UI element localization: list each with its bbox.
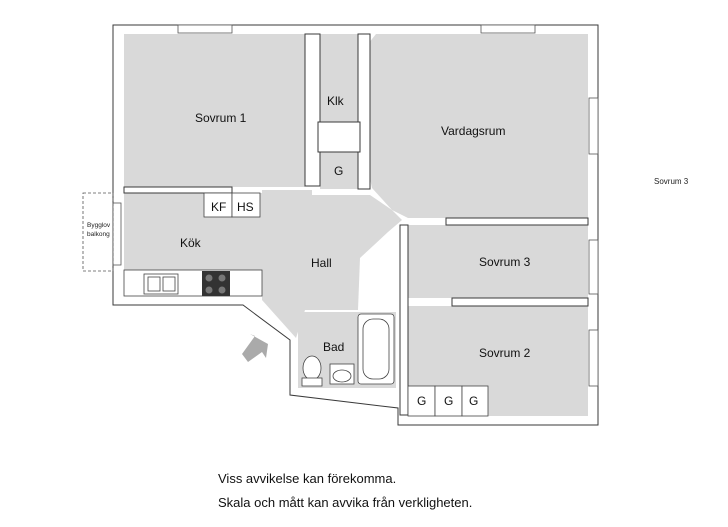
washbasin-bowl [332, 369, 352, 383]
window [588, 239, 599, 295]
closet-g-2 [434, 385, 463, 417]
disclaimer-line-1: Viss avvikelse kan förekomma. [218, 471, 397, 486]
label-sovrum-2: Sovrum 2 [479, 346, 531, 360]
side-label-sovrum-3: Sovrum 3 [654, 177, 689, 186]
room-klk [320, 34, 358, 122]
sink-basin-left [147, 276, 161, 292]
bathtub-inner [362, 318, 390, 380]
wall-sovrum3-top [445, 217, 589, 226]
label-kf: KF [211, 200, 226, 214]
toilet-icon [302, 355, 322, 381]
disclaimer-line-2: Skala och mått kan avvika från verklighe… [218, 495, 473, 510]
closet-kf [203, 192, 233, 218]
wall-sovrum1-klk [304, 33, 321, 187]
label-hall: Hall [311, 256, 332, 270]
wall-klk-vardagsrum [357, 33, 371, 190]
wall-hall-bedrooms [399, 224, 409, 416]
stove-burner-icon [205, 274, 213, 282]
label-sovrum-3: Sovrum 3 [479, 255, 531, 269]
label-hs: HS [237, 200, 254, 214]
label-g-closet: G [334, 164, 343, 178]
label-g-3: G [469, 394, 478, 408]
balcony-label-line2: balkong [87, 231, 110, 238]
balcony-outline [82, 192, 114, 272]
stove-burner-icon [218, 286, 226, 294]
balcony-label-line1: Bygglov [87, 222, 111, 229]
room-vardagsrum [368, 34, 588, 218]
window [588, 329, 599, 387]
room-sovrum-3 [408, 225, 588, 298]
window [588, 97, 599, 155]
wall-klk-g [317, 121, 361, 153]
stove-burner-icon [205, 286, 213, 294]
entrance-arrow-icon [242, 334, 268, 362]
room-g-closet [320, 152, 358, 189]
label-klk: Klk [327, 94, 345, 108]
closet-hs [231, 192, 261, 218]
stove-icon [202, 271, 230, 296]
wall-sovrum1-kok [123, 186, 233, 194]
label-g-1: G [417, 394, 426, 408]
stove-burner-icon [218, 274, 226, 282]
window [177, 24, 233, 34]
window [480, 24, 536, 34]
label-sovrum-1: Sovrum 1 [195, 111, 247, 125]
label-kok: Kök [180, 236, 202, 250]
label-bad: Bad [323, 340, 344, 354]
closet-g-3 [461, 385, 489, 417]
label-vardagsrum: Vardagsrum [441, 124, 505, 138]
room-hall [262, 190, 402, 338]
label-g-2: G [444, 394, 453, 408]
wall-sovrum3-sovrum2 [451, 297, 589, 307]
window [112, 202, 122, 266]
toilet-tank [301, 377, 323, 387]
room-sovrum-1 [124, 34, 305, 187]
sink-basin-right [162, 276, 176, 292]
